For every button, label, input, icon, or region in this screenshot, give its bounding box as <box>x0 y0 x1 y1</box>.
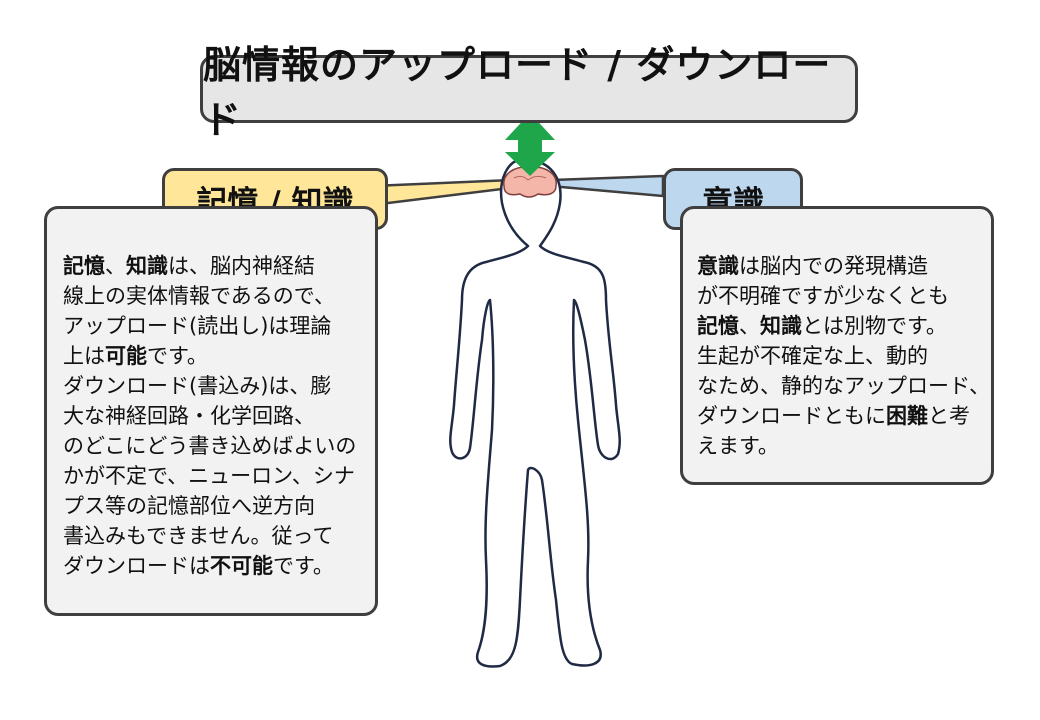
left-text-line: ダウンロードは不可能です。 <box>63 551 365 581</box>
text-run: ダウンロードは <box>63 554 210 578</box>
left-text-line: 記憶、知識は、脳内神経結 <box>63 251 365 281</box>
up-down-arrow-icon <box>505 113 555 176</box>
title-box: 脳情報のアップロード / ダウンロード <box>200 43 858 142</box>
right-text-line: なため、静的なアップロード、 <box>697 374 991 398</box>
left-text-line: 線上の実体情報であるので、 <box>63 284 335 308</box>
right-text-line: 記憶、知識とは別物です。 <box>697 311 983 341</box>
right-connector <box>548 174 665 198</box>
consciousness-panel: 意識は脳内での発現構造 が不明確ですが少なくとも 記憶、知識とは別物です。 生起… <box>680 206 994 485</box>
bold-term: 知識 <box>126 254 168 278</box>
right-text-line: が不明確ですが少なくとも <box>697 284 949 308</box>
text-run: 上は <box>63 344 105 368</box>
text-run: は脳内での発現構造 <box>739 254 928 278</box>
memory-knowledge-panel: 記憶、知識は、脳内神経結 線上の実体情報であるので、 アップロード(読出し)は理… <box>44 206 378 616</box>
text-run: ダウンロードともに <box>697 404 886 428</box>
diagram-title: 脳情報のアップロード / ダウンロード <box>203 43 832 142</box>
bold-term: 記憶 <box>697 314 739 338</box>
left-text-line: ダウンロード(書込み)は、膨 <box>63 374 332 398</box>
left-text-line: アップロード(読出し)は理論 <box>63 314 332 338</box>
text-run: と考 <box>928 404 970 428</box>
text-run: 、 <box>739 314 760 338</box>
left-text-line: 上は可能です。 <box>63 341 365 371</box>
right-text-line: 意識は脳内での発現構造 <box>697 251 983 281</box>
left-connector <box>370 178 514 207</box>
bold-term: 知識 <box>760 314 802 338</box>
bold-term: 可能 <box>105 344 147 368</box>
right-text-line: えます。 <box>697 434 779 458</box>
text-run: は、脳内神経結 <box>168 254 315 278</box>
text-run: です。 <box>147 344 208 368</box>
left-text-line: のどこにどう書き込めばよいの <box>63 434 357 458</box>
left-text-line: プス等の記憶部位へ逆方向 <box>63 494 315 518</box>
right-text-line: ダウンロードともに困難と考 <box>697 401 983 431</box>
text-run: です。 <box>273 554 334 578</box>
right-text-line: 生起が不確定な上、動的 <box>697 344 928 368</box>
bold-term: 意識 <box>697 254 739 278</box>
text-run: とは別物です。 <box>802 314 947 338</box>
left-text-line: 大な神経回路・化学回路、 <box>63 404 315 428</box>
human-body-icon <box>449 158 621 668</box>
left-text-line: 書込みもできません。従って <box>63 524 334 548</box>
text-run: 、 <box>105 254 126 278</box>
bold-term: 困難 <box>886 404 928 428</box>
left-text-line: かが不定で、ニューロン、シナ <box>63 464 355 488</box>
bold-term: 記憶 <box>63 254 105 278</box>
bold-term: 不可能 <box>210 554 273 578</box>
